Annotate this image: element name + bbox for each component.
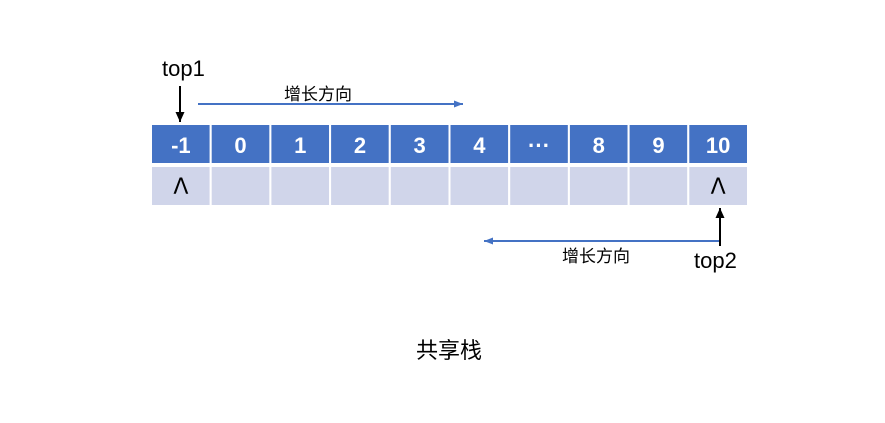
index-label: 4 [473,133,486,158]
value-cell [448,165,511,207]
top2-label: top2 [694,248,737,273]
index-label: 1 [294,133,306,158]
value-label: Λ [173,175,188,200]
index-cell [508,123,570,165]
value-cell [150,165,212,207]
upper-direction-label: 增长方向 [284,85,352,105]
index-label: 0 [234,133,246,158]
index-label: 3 [414,133,426,158]
value-cell [329,165,391,207]
value-cell [687,165,749,207]
value-cell [269,165,332,207]
top1-label: top1 [162,56,205,81]
value-cell [627,165,690,207]
index-label: 9 [652,133,664,158]
index-cell [269,123,332,165]
index-cell [687,123,749,165]
value-cell [388,165,451,207]
value-cell [567,165,630,207]
value-cell [209,165,272,207]
index-cell [448,123,511,165]
index-label: 8 [593,133,605,158]
value-label: Λ [711,175,726,200]
index-cell [627,123,690,165]
diagram-caption: 共享栈 [416,339,482,364]
value-cell [508,165,570,207]
index-cell [567,123,630,165]
index-row: -1 0 1 2 3 4 ··· 8 9 10 [150,123,749,165]
index-label: 2 [354,133,366,158]
index-label: ··· [528,133,550,158]
index-label: -1 [171,133,191,158]
index-label: 10 [706,133,730,158]
lower-direction-label: 增长方向 [562,247,630,267]
index-cell [329,123,391,165]
